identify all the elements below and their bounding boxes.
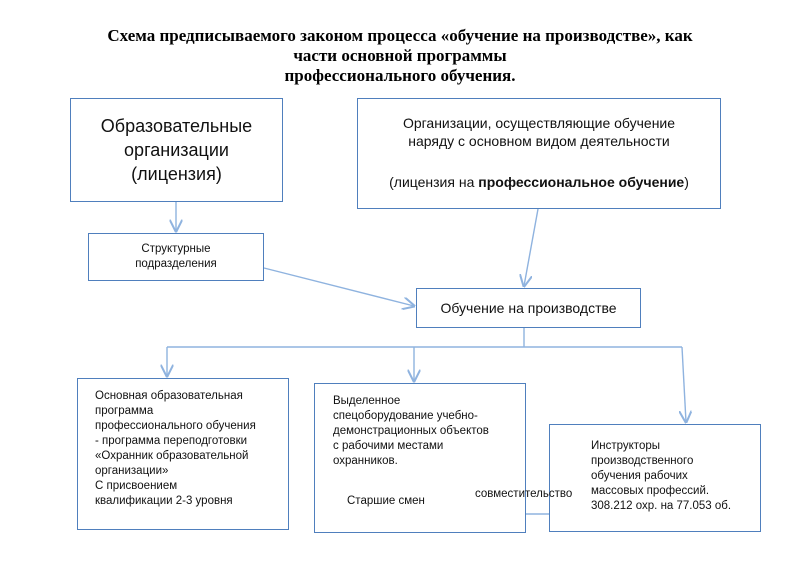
box-text-line: программа bbox=[95, 405, 154, 417]
box-text-line: наряду с основном видом деятельности bbox=[408, 133, 670, 149]
box-text-line: Основная образовательная bbox=[95, 390, 243, 402]
title-line-1: Схема предписываемого законом процесса «… bbox=[107, 26, 693, 45]
box-text-line: обучения рабочих bbox=[591, 470, 688, 482]
license-note: (лицензия на профессиональное обучение) bbox=[368, 173, 710, 191]
box-instructors: Инструкторы производственного обучения р… bbox=[549, 424, 761, 532]
box-text-line: квалификации 2-3 уровня bbox=[95, 495, 233, 507]
box-text-line: организации» bbox=[95, 465, 169, 477]
title-line-2: части основной программы bbox=[293, 46, 507, 65]
arrow-to-instructors bbox=[682, 346, 686, 422]
diagram-title: Схема предписываемого законом процесса «… bbox=[40, 26, 760, 86]
arrow-structural-to-job bbox=[263, 267, 414, 306]
license-suffix: ) bbox=[684, 174, 689, 190]
box-text-line: охранников. bbox=[333, 455, 398, 467]
box-equipment: Выделенное спецоборудование учебно- демо… bbox=[314, 383, 526, 533]
arrow-orgs-to-job bbox=[524, 208, 539, 286]
box-text-line: производственного bbox=[591, 455, 694, 467]
box-text-line: Инструкторы bbox=[591, 440, 661, 452]
license-prefix: (лицензия на bbox=[389, 174, 479, 190]
box-on-the-job-training: Обучение на производстве bbox=[416, 288, 641, 328]
box-text-line: - программа переподготовки bbox=[95, 435, 248, 447]
box-text-line: массовых профессий. bbox=[591, 485, 710, 497]
box-text-line: Организации, осуществляющие обучение bbox=[402, 115, 676, 131]
license-bold: профессиональное обучение bbox=[478, 174, 685, 190]
box-text-line: организации bbox=[124, 140, 229, 160]
box-text-line: 308.212 охр. на 77.053 об. bbox=[591, 500, 732, 512]
box-text-line: Выделенное bbox=[333, 395, 401, 407]
combination-label: совместительство bbox=[475, 488, 573, 500]
box-organizations-training: Организации, осуществляющие обучение нар… bbox=[357, 98, 721, 209]
box-educational-organizations: Образовательные организации (лицензия) bbox=[70, 98, 283, 202]
box-text-line: С присвоением bbox=[95, 480, 178, 492]
title-line-3: профессионального обучения. bbox=[284, 66, 516, 85]
box-label: Обучение на производстве bbox=[440, 300, 617, 316]
box-text-line: Структурные bbox=[141, 243, 211, 255]
box-text-line: с рабочими местами bbox=[333, 440, 444, 452]
box-main-program: Основная образовательная программа профе… bbox=[77, 378, 289, 530]
box-text-line: (лицензия) bbox=[131, 164, 222, 184]
box-text-line: Образовательные bbox=[100, 116, 253, 136]
senior-shifts-label: Старшие смен bbox=[347, 495, 425, 507]
box-text-line: спецоборудование учебно- bbox=[333, 410, 478, 422]
box-text-line: «Охранник образовательной bbox=[95, 450, 249, 462]
box-text-line: профессионального обучения bbox=[95, 420, 256, 432]
box-structural-units: Структурные подразделения bbox=[88, 233, 264, 281]
box-text-line: подразделения bbox=[135, 258, 217, 270]
box-text-line: демонстрационных объектов bbox=[333, 425, 489, 437]
